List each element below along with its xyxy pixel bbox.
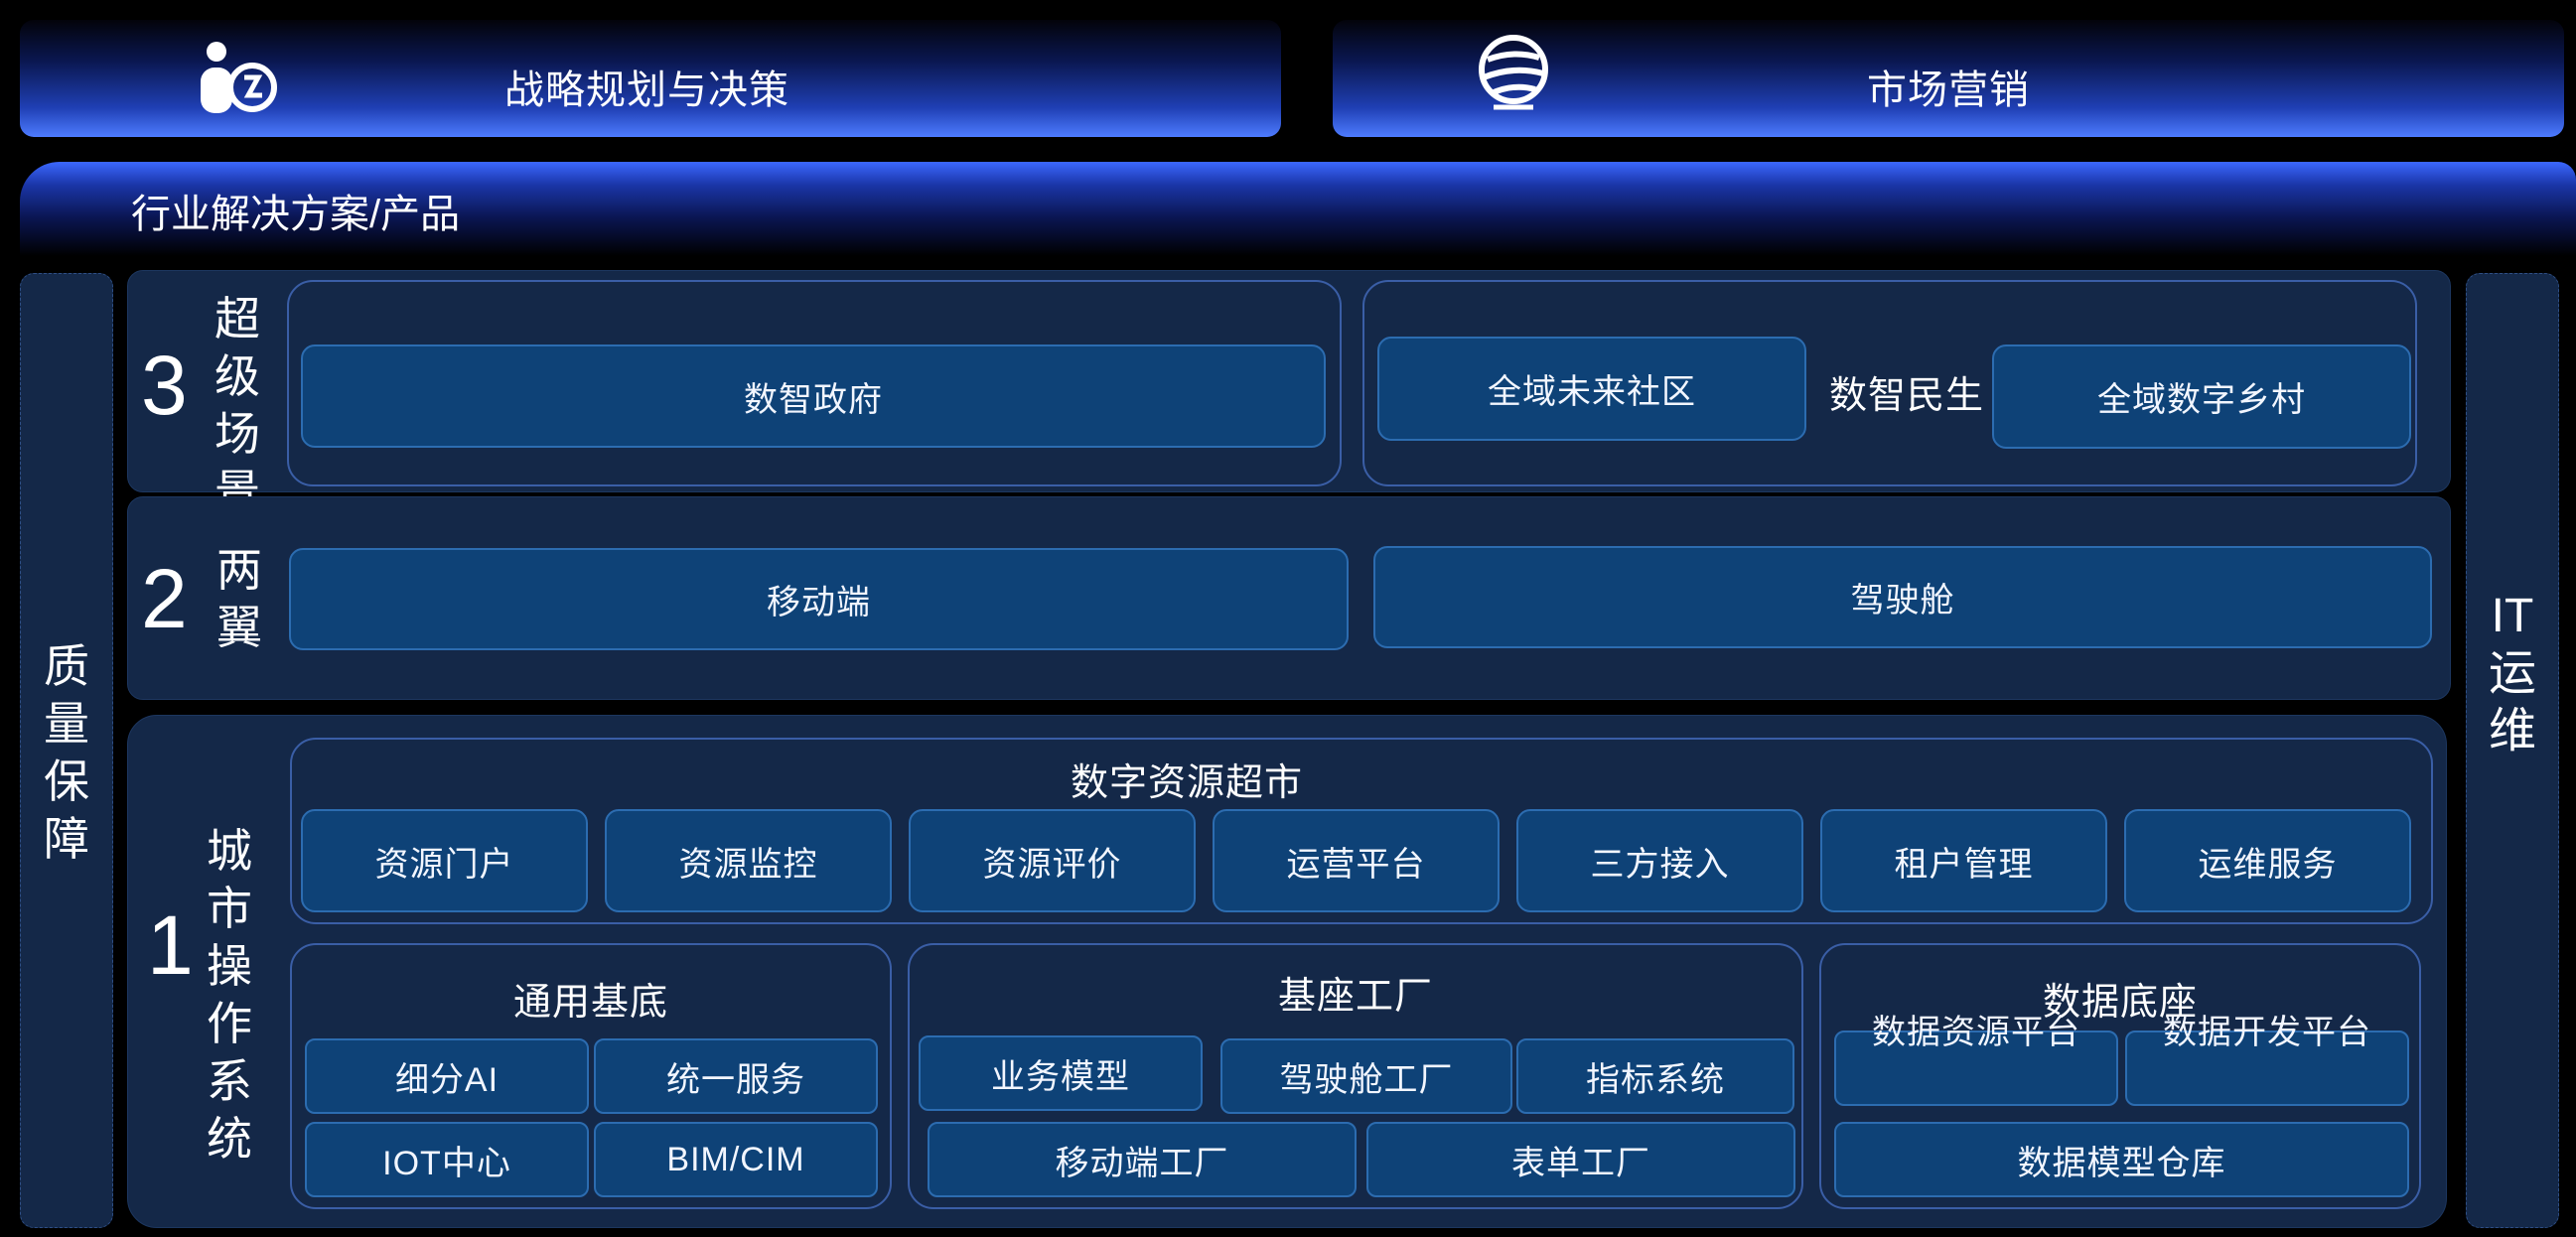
marketing-title: 市场营销 [1867,69,2030,112]
globe-icon [1474,32,1553,113]
factory-title: 基座工厂 [1277,976,1433,1018]
strategy-title: 战略规划与决策 [504,69,789,112]
data-item[interactable]: 数据资源平台 [1834,1016,2118,1106]
factory-item[interactable]: 指标系统 [1516,1038,1794,1114]
it-ops-label-line1: IT [2491,590,2534,642]
factory-item[interactable]: 驾驶舱工厂 [1220,1038,1512,1114]
user-info-icon [189,38,288,127]
factory-group [908,943,1803,1209]
market-item[interactable]: 运维服务 [2124,809,2411,912]
base-item[interactable]: BIM/CIM [594,1122,878,1197]
gov-group [287,280,1342,486]
gov-box[interactable]: 数智政府 [301,344,1326,448]
data-item[interactable]: 数据模型仓库 [1834,1122,2409,1197]
layer2-number: 2 [141,552,188,645]
layer1-number: 1 [147,898,194,992]
livelihood-group [1362,280,2417,486]
it-ops-label-line2: 运维 [2488,647,2536,757]
layer3-label: 超级场景 [215,293,260,517]
market-item[interactable]: 资源门户 [301,809,588,912]
market-item[interactable]: 运营平台 [1213,809,1500,912]
it-ops-column [2466,273,2559,1228]
market-item[interactable]: 租户管理 [1820,809,2107,912]
base-item[interactable]: 统一服务 [594,1038,878,1114]
base-item[interactable]: 细分AI [305,1038,589,1114]
base-title: 通用基底 [512,982,668,1024]
base-group [290,943,892,1209]
layer2-label: 两翼 [216,544,262,653]
data-item[interactable]: 数据开发平台 [2125,1016,2409,1106]
quality-label: 质量保障 [44,640,89,865]
data-group [1819,943,2421,1209]
community-box[interactable]: 全域未来社区 [1377,337,1806,441]
factory-item[interactable]: 移动端工厂 [928,1122,1357,1197]
factory-item[interactable]: 业务模型 [919,1035,1203,1111]
industry-strip-title: 行业解决方案/产品 [131,193,461,236]
quality-column [20,273,113,1228]
market-item[interactable]: 三方接入 [1516,809,1803,912]
layer1-label: 城市操作系统 [207,825,252,1165]
market-item[interactable]: 资源评价 [909,809,1196,912]
livelihood-label: 数智民生 [1828,375,1984,417]
base-item[interactable]: IOT中心 [305,1122,589,1197]
market-group [290,738,2433,924]
industry-strip [20,162,2576,256]
village-box[interactable]: 全域数字乡村 [1992,344,2411,449]
market-title: 数字资源超市 [1070,762,1303,804]
layer3-number: 3 [141,339,188,432]
data-title: 数据底座 [2042,982,2198,1024]
factory-item[interactable]: 表单工厂 [1366,1122,1795,1197]
marketing-banner [1333,20,2564,137]
market-item[interactable]: 资源监控 [605,809,892,912]
cockpit-box[interactable]: 驾驶舱 [1373,546,2432,648]
mobile-box[interactable]: 移动端 [289,548,1349,650]
